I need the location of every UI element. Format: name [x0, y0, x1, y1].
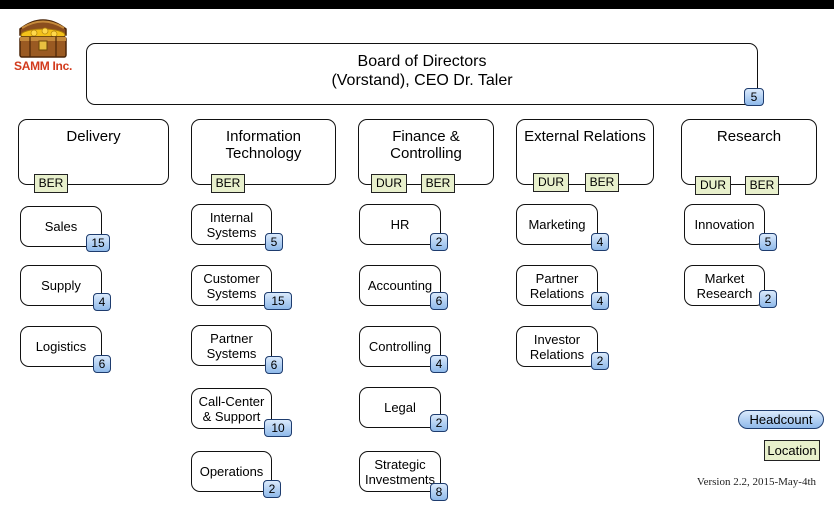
headcount-badge: 15: [86, 234, 110, 252]
unit-strategic-investments[interactable]: Strategic Investments: [359, 451, 441, 492]
board-title: Board of Directors: [357, 53, 487, 70]
dept-label: Information Technology: [225, 128, 302, 162]
location-badge: DUR: [695, 176, 731, 195]
unit-internal-systems[interactable]: Internal Systems: [191, 204, 272, 245]
headcount-badge: 2: [430, 414, 448, 432]
headcount-badge: 10: [264, 419, 292, 437]
unit-label: Internal Systems: [206, 209, 257, 240]
legend-headcount: Headcount: [738, 410, 824, 429]
unit-sales[interactable]: Sales: [20, 206, 102, 247]
dept-label: External Relations: [524, 128, 646, 145]
unit-label: Logistics: [35, 339, 87, 354]
dept-research[interactable]: Research: [681, 119, 817, 185]
logo-text: SAMM Inc.: [14, 59, 72, 73]
unit-label: Legal: [384, 400, 416, 415]
headcount-badge: 8: [430, 483, 448, 501]
unit-market-research[interactable]: Market Research: [684, 265, 765, 306]
headcount-badge: 2: [263, 480, 281, 498]
unit-label: HR: [390, 217, 410, 232]
headcount-badge: 2: [591, 352, 609, 370]
legend-location: Location: [764, 440, 820, 461]
headcount-badge: 4: [430, 355, 448, 373]
unit-label: Call-Center & Support: [198, 393, 265, 424]
unit-innovation[interactable]: Innovation: [684, 204, 765, 245]
board-subtitle: (Vorstand), CEO Dr. Taler: [331, 72, 513, 89]
unit-label: Sales: [44, 219, 78, 234]
headcount-badge: 4: [93, 293, 111, 311]
location-badge: BER: [34, 174, 68, 193]
unit-label: Investor Relations: [529, 331, 585, 362]
board-of-directors-box[interactable]: Board of Directors (Vorstand), CEO Dr. T…: [86, 43, 758, 105]
headcount-badge: 6: [430, 292, 448, 310]
unit-label: Accounting: [367, 278, 433, 293]
samm-logo: SAMM Inc.: [12, 11, 74, 79]
dept-label: Delivery: [66, 128, 121, 145]
unit-legal[interactable]: Legal: [359, 387, 441, 428]
dept-label: Research: [716, 128, 782, 145]
headcount-badge: 6: [265, 356, 283, 374]
board-headcount-badge: 5: [744, 88, 764, 106]
unit-customer-systems[interactable]: Customer Systems: [191, 265, 272, 306]
unit-call-center-support[interactable]: Call-Center & Support: [191, 388, 272, 429]
unit-partner-relations[interactable]: Partner Relations: [516, 265, 598, 306]
headcount-badge: 15: [264, 292, 292, 310]
unit-label: Partner Relations: [529, 270, 585, 301]
unit-label: Controlling: [368, 339, 432, 354]
unit-logistics[interactable]: Logistics: [20, 326, 102, 367]
headcount-badge: 2: [759, 290, 777, 308]
unit-label: Supply: [41, 278, 81, 293]
location-badge: DUR: [371, 174, 407, 193]
unit-label: Market Research: [696, 270, 753, 301]
headcount-badge: 5: [759, 233, 777, 251]
unit-investor-relations[interactable]: Investor Relations: [516, 326, 598, 367]
unit-supply[interactable]: Supply: [20, 265, 102, 306]
unit-marketing[interactable]: Marketing: [516, 204, 598, 245]
unit-label: Customer Systems: [203, 270, 260, 301]
unit-label: Operations: [199, 464, 264, 479]
version-text: Version 2.2, 2015-May-4th: [696, 476, 816, 488]
treasure-chest-icon: [19, 19, 67, 58]
unit-hr[interactable]: HR: [359, 204, 441, 245]
unit-controlling[interactable]: Controlling: [359, 326, 441, 367]
location-badge: BER: [421, 174, 455, 193]
unit-label: Strategic Investments: [364, 456, 436, 487]
headcount-badge: 4: [591, 292, 609, 310]
unit-label: Marketing: [528, 217, 586, 232]
headcount-badge: 2: [430, 233, 448, 251]
headcount-badge: 4: [591, 233, 609, 251]
location-badge: BER: [211, 174, 245, 193]
top-bar: [0, 0, 834, 9]
headcount-badge: 6: [93, 355, 111, 373]
unit-operations[interactable]: Operations: [191, 451, 272, 492]
location-badge: DUR: [533, 173, 569, 192]
unit-label: Partner Systems: [206, 330, 257, 361]
dept-label: Finance & Controlling: [390, 128, 462, 162]
unit-label: Innovation: [694, 217, 755, 232]
headcount-badge: 5: [265, 233, 283, 251]
unit-partner-systems[interactable]: Partner Systems: [191, 325, 272, 366]
location-badge: BER: [745, 176, 779, 195]
unit-accounting[interactable]: Accounting: [359, 265, 441, 306]
location-badge: BER: [585, 173, 619, 192]
